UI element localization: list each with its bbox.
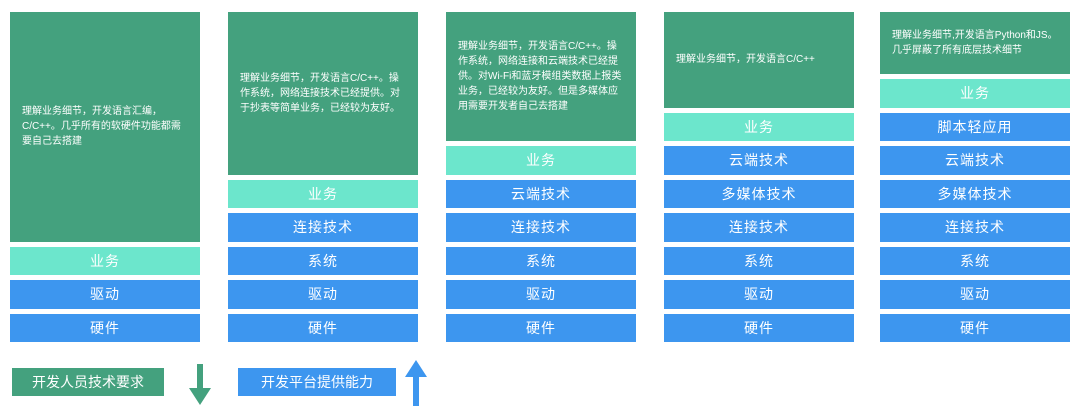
legend-platform-capability: 开发平台提供能力 [238, 368, 396, 396]
business-layer: 业务 [446, 146, 636, 175]
stack-layer: 硬件 [10, 313, 200, 342]
stack-layer: 连接技术 [446, 213, 636, 242]
stack-layer: 连接技术 [664, 213, 854, 242]
business-layer: 业务 [664, 112, 854, 141]
stack-layer: 云端技术 [446, 179, 636, 208]
stack-layer: 云端技术 [664, 146, 854, 175]
stack-layer: 云端技术 [880, 146, 1070, 175]
stack-layer: 系统 [228, 246, 418, 275]
stack-layer: 连接技术 [880, 213, 1070, 242]
stack-column-5: 理解业务细节,开发语言Python和JS。几乎屏蔽了所有底层技术细节业务脚本轻应… [880, 12, 1070, 342]
column-description: 理解业务细节，开发语言C/C++ [664, 12, 854, 108]
stack-layer: 多媒体技术 [664, 179, 854, 208]
stack-column-2: 理解业务细节，开发语言C/C++。操作系统，网络连接技术已经提供。对于抄表等简单… [228, 12, 418, 342]
stack-layer: 硬件 [664, 313, 854, 342]
stack-layer: 多媒体技术 [880, 179, 1070, 208]
stack-layer: 驱动 [228, 280, 418, 309]
column-description: 理解业务细节，开发语言C/C++。操作系统，网络连接技术已经提供。对于抄表等简单… [228, 12, 418, 175]
stack-layer: 驱动 [446, 280, 636, 309]
column-description: 理解业务细节，开发语言汇编，C/C++。几乎所有的软硬件功能都需要自己去搭建 [10, 12, 200, 242]
stack-layer: 系统 [880, 246, 1070, 275]
business-layer: 业务 [880, 79, 1070, 108]
stack-layer: 硬件 [446, 313, 636, 342]
stack-layer: 驱动 [10, 280, 200, 309]
stack-layer: 硬件 [880, 313, 1070, 342]
arrow-up-icon [405, 360, 427, 406]
stack-layer: 驱动 [880, 280, 1070, 309]
arrow-down-icon [189, 364, 211, 405]
stack-column-4: 理解业务细节，开发语言C/C++ 业务云端技术多媒体技术连接技术系统驱动硬件 [664, 12, 854, 342]
stack-column-3: 理解业务细节，开发语言C/C++。操作系统，网络连接和云端技术已经提供。对Wi-… [446, 12, 636, 342]
column-description: 理解业务细节,开发语言Python和JS。几乎屏蔽了所有底层技术细节 [880, 12, 1070, 74]
business-layer: 业务 [10, 246, 200, 275]
legend-developer-requirement: 开发人员技术要求 [12, 368, 164, 396]
stack-layer: 驱动 [664, 280, 854, 309]
stack-layer: 硬件 [228, 313, 418, 342]
business-layer: 业务 [228, 179, 418, 208]
stack-column-1: 理解业务细节，开发语言汇编，C/C++。几乎所有的软硬件功能都需要自己去搭建业务… [10, 12, 200, 342]
column-description: 理解业务细节，开发语言C/C++。操作系统，网络连接和云端技术已经提供。对Wi-… [446, 12, 636, 141]
stack-layer: 系统 [446, 246, 636, 275]
stack-layer: 脚本轻应用 [880, 112, 1070, 141]
stack-layer: 系统 [664, 246, 854, 275]
stack-layer: 连接技术 [228, 213, 418, 242]
